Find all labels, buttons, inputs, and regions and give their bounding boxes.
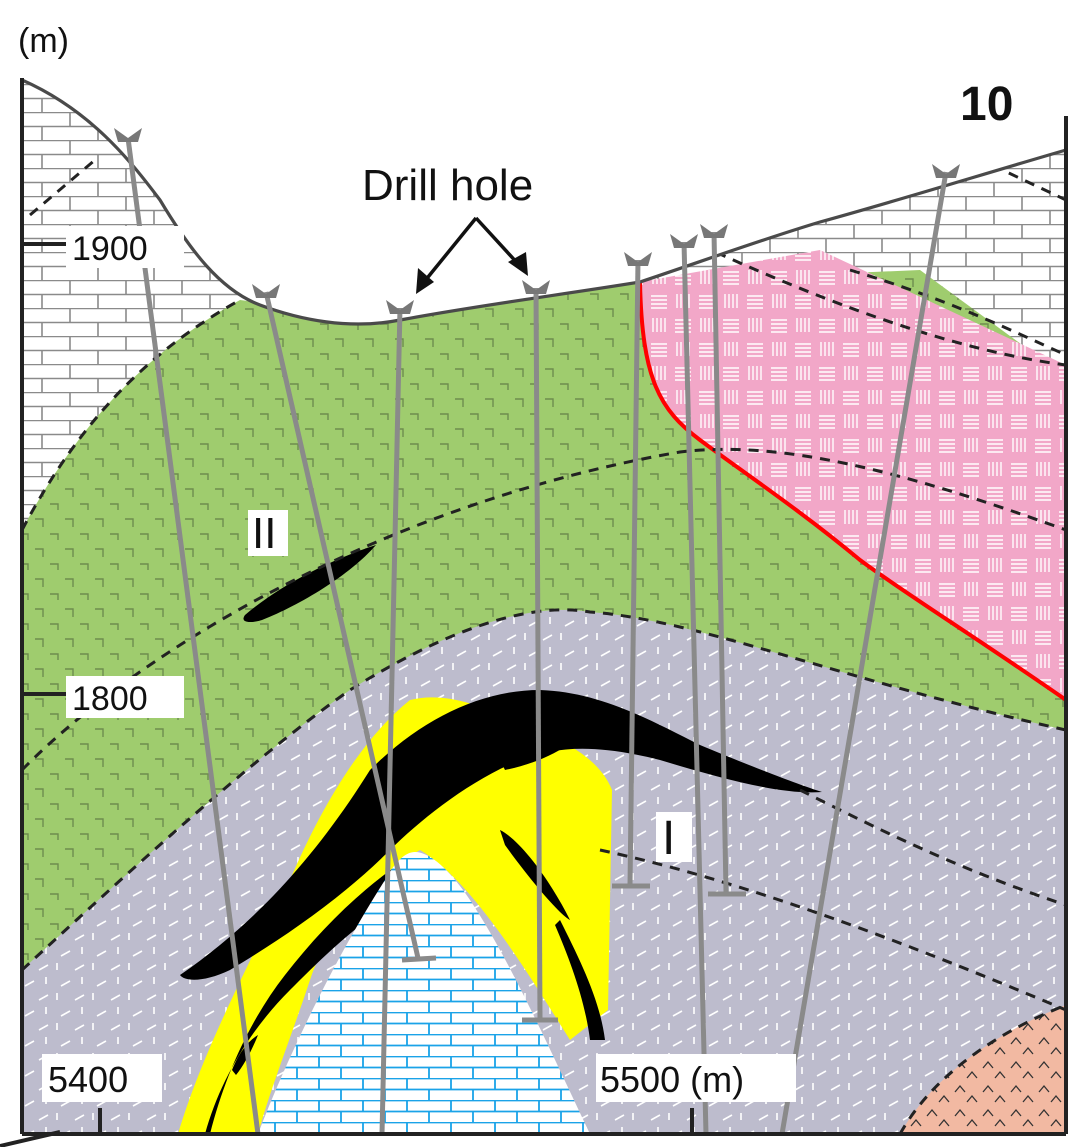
drill-hole-8	[779, 171, 949, 1134]
label-box-1900	[66, 226, 184, 268]
label-box-i	[656, 812, 692, 862]
elevation-1900: 1900	[72, 230, 148, 268]
drill-hole-5	[627, 259, 641, 887]
scale-ticks	[22, 242, 694, 1134]
unit-label: (m)	[18, 22, 69, 60]
arrow-heads	[416, 252, 528, 294]
section-number: 10	[960, 78, 1013, 131]
ore-body-ii	[243, 545, 376, 623]
drill-hole-3	[379, 307, 403, 1134]
drill-hole-6	[681, 241, 709, 1134]
label-box-ii	[248, 510, 288, 556]
drill-hole-1	[125, 137, 261, 1134]
intrusion-contact	[638, 281, 1066, 702]
dashed-boundaries	[22, 148, 1066, 1134]
drill-collars	[114, 128, 960, 314]
ore-lens-1	[500, 830, 570, 920]
topographic-surface	[22, 78, 1066, 326]
label-box-1800	[66, 676, 184, 718]
ore-body-i-label: I	[662, 812, 675, 865]
drill-hole-7	[711, 231, 729, 893]
elevation-1800: 1800	[72, 680, 148, 718]
ore-lens-4	[232, 1035, 258, 1075]
ore-lens-3	[555, 920, 605, 1040]
geology-layers	[22, 78, 1066, 1134]
drill-hole-arrows	[422, 216, 522, 284]
label-box-5500	[596, 1054, 796, 1102]
drill-hole-4	[533, 287, 543, 1019]
basement-unit	[900, 1005, 1066, 1134]
drill-hole-2	[263, 291, 421, 959]
distance-5400: 5400	[48, 1059, 128, 1100]
drill-hole-bottoms	[401, 883, 746, 1023]
drill-hole-label: Drill hole	[362, 161, 533, 210]
label-box-5400	[42, 1054, 162, 1102]
limestone-core	[258, 852, 590, 1134]
distance-5500: 5500 (m)	[600, 1059, 744, 1100]
ore-body-arch	[180, 690, 822, 980]
intrusion-unit	[640, 250, 1066, 700]
section-frame	[0, 78, 1068, 1147]
ore-body-ii-label: II	[252, 509, 276, 558]
alteration-zone	[178, 697, 612, 1134]
sky-area	[22, 78, 1066, 324]
drill-holes	[125, 137, 949, 1134]
ore-body-lower	[205, 860, 405, 1134]
